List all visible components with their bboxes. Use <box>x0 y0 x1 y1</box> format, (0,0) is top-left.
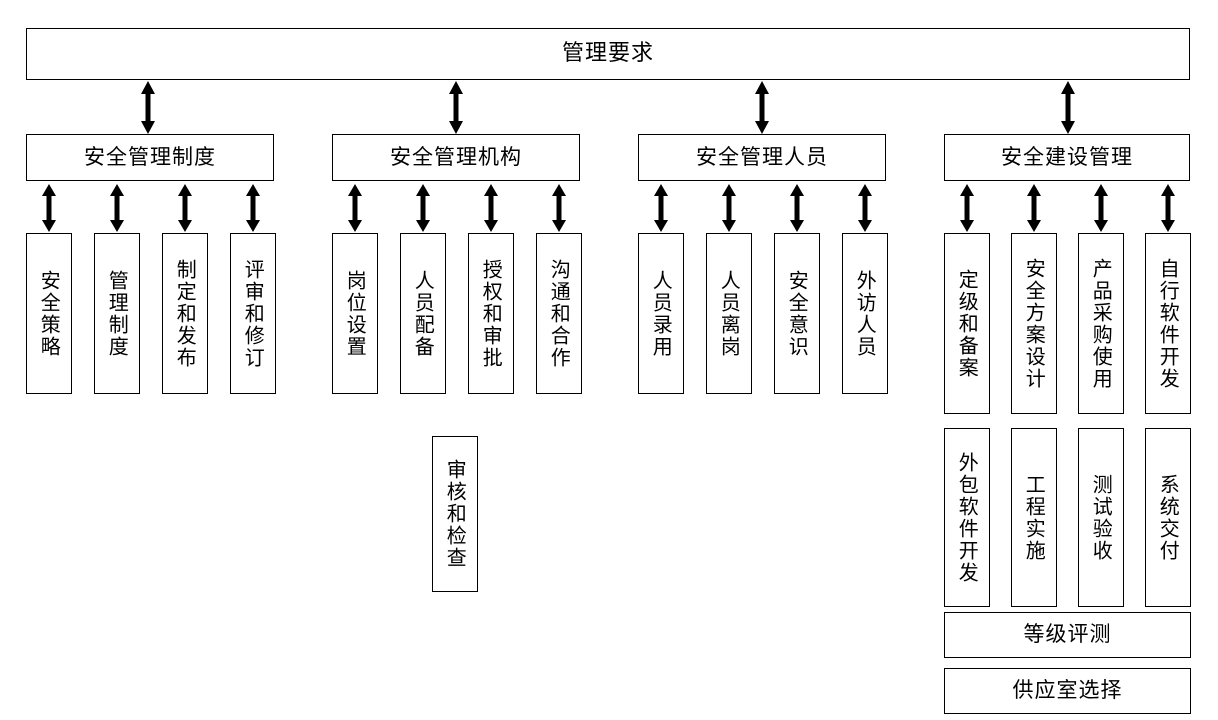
connector-group-3-to-child-4 <box>855 184 875 232</box>
leaf-box-communication-and-cooperation: 沟通和合作 <box>536 233 582 394</box>
leaf-box-self-developed-software: 自行软件开发 <box>1145 233 1191 414</box>
group-box-security-management-personnel: 安全管理人员 <box>638 134 886 181</box>
leaf-box-label: 审核和检查 <box>443 459 468 569</box>
leaf-box-post-setup: 岗位设置 <box>332 233 378 394</box>
leaf-box-formulation-and-release: 制定和发布 <box>162 233 208 394</box>
connector-group-4-to-child-2 <box>1024 184 1044 232</box>
connector-group-3-to-child-2 <box>719 184 739 232</box>
leaf-box-label: 安全策略 <box>37 269 62 358</box>
leaf-box-security-policy: 安全策略 <box>26 233 72 394</box>
leaf-box-grade-evaluation: 等级评测 <box>944 612 1191 658</box>
connector-group-1-to-child-4 <box>243 184 263 232</box>
leaf-box-label: 定级和备案 <box>955 268 980 379</box>
leaf-box-external-visitors: 外访人员 <box>842 233 888 394</box>
leaf-box-audit-and-inspection: 审核和检查 <box>432 436 478 592</box>
leaf-box-management-system: 管理制度 <box>94 233 140 394</box>
leaf-box-security-scheme-design: 安全方案设计 <box>1011 233 1057 414</box>
leaf-box-label: 等级评测 <box>1023 622 1112 647</box>
leaf-box-label: 供应室选择 <box>1012 678 1123 703</box>
connector-group-2-to-child-2 <box>413 184 433 232</box>
connector-group-4-to-child-3 <box>1091 184 1111 232</box>
leaf-box-label: 人员录用 <box>649 269 674 358</box>
leaf-box-review-and-revision: 评审和修订 <box>230 233 276 394</box>
connector-root-to-group-1 <box>138 81 158 134</box>
leaf-box-grading-and-filing: 定级和备案 <box>944 233 990 414</box>
leaf-box-label: 自行软件开发 <box>1156 257 1181 390</box>
connector-group-3-to-child-3 <box>787 184 807 232</box>
connector-group-2-to-child-1 <box>345 184 365 232</box>
leaf-box-label: 安全方案设计 <box>1022 257 1047 390</box>
leaf-box-label: 制定和发布 <box>173 258 198 369</box>
leaf-box-product-procurement-and-use: 产品采购使用 <box>1078 233 1124 414</box>
group-box-label: 安全建设管理 <box>1001 144 1133 169</box>
leaf-box-label: 人员离岗 <box>717 269 742 358</box>
connector-group-1-to-child-1 <box>39 184 59 232</box>
connector-root-to-group-4 <box>1058 81 1078 134</box>
leaf-box-label: 评审和修订 <box>241 258 266 369</box>
connector-group-1-to-child-2 <box>107 184 127 232</box>
group-box-label: 安全管理人员 <box>696 144 828 169</box>
connector-root-to-group-3 <box>752 81 772 134</box>
leaf-box-engineering-implementation: 工程实施 <box>1011 428 1057 607</box>
leaf-box-supplier-selection: 供应室选择 <box>944 668 1191 714</box>
leaf-box-authorization-and-approval: 授权和审批 <box>468 233 514 394</box>
group-box-security-construction-management: 安全建设管理 <box>944 134 1190 181</box>
connector-group-3-to-child-1 <box>651 184 671 232</box>
leaf-box-label: 外访人员 <box>853 269 878 358</box>
connector-group-4-to-child-4 <box>1158 184 1178 232</box>
leaf-box-label: 人员配备 <box>411 269 436 358</box>
leaf-box-personnel-recruitment: 人员录用 <box>638 233 684 394</box>
connector-root-to-group-2 <box>446 81 466 134</box>
leaf-box-label: 系统交付 <box>1156 473 1181 562</box>
leaf-box-label: 安全意识 <box>785 269 810 358</box>
root-box-label: 管理要求 <box>561 40 654 66</box>
connector-group-4-to-child-1 <box>957 184 977 232</box>
leaf-box-outsourced-software-development: 外包软件开发 <box>944 428 990 607</box>
leaf-box-label: 岗位设置 <box>343 269 368 358</box>
root-box-management-requirements: 管理要求 <box>26 28 1190 80</box>
connector-group-1-to-child-3 <box>175 184 195 232</box>
leaf-box-label: 沟通和合作 <box>547 258 572 369</box>
leaf-box-personnel-departure: 人员离岗 <box>706 233 752 394</box>
leaf-box-system-delivery: 系统交付 <box>1145 428 1191 607</box>
leaf-box-test-acceptance: 测试验收 <box>1078 428 1124 607</box>
group-box-label: 安全管理制度 <box>84 144 216 169</box>
leaf-box-label: 测试验收 <box>1089 473 1114 562</box>
group-box-security-management-system: 安全管理制度 <box>26 134 274 181</box>
leaf-box-label: 授权和审批 <box>479 258 504 369</box>
leaf-box-security-awareness: 安全意识 <box>774 233 820 394</box>
leaf-box-label: 管理制度 <box>105 269 130 358</box>
leaf-box-label: 工程实施 <box>1022 473 1047 562</box>
leaf-box-staff-allocation: 人员配备 <box>400 233 446 394</box>
connector-group-2-to-child-4 <box>549 184 569 232</box>
connector-group-2-to-child-3 <box>481 184 501 232</box>
group-box-label: 安全管理机构 <box>390 144 522 169</box>
leaf-box-label: 外包软件开发 <box>955 451 980 584</box>
group-box-security-management-organization: 安全管理机构 <box>332 134 580 181</box>
leaf-box-label: 产品采购使用 <box>1089 257 1114 390</box>
